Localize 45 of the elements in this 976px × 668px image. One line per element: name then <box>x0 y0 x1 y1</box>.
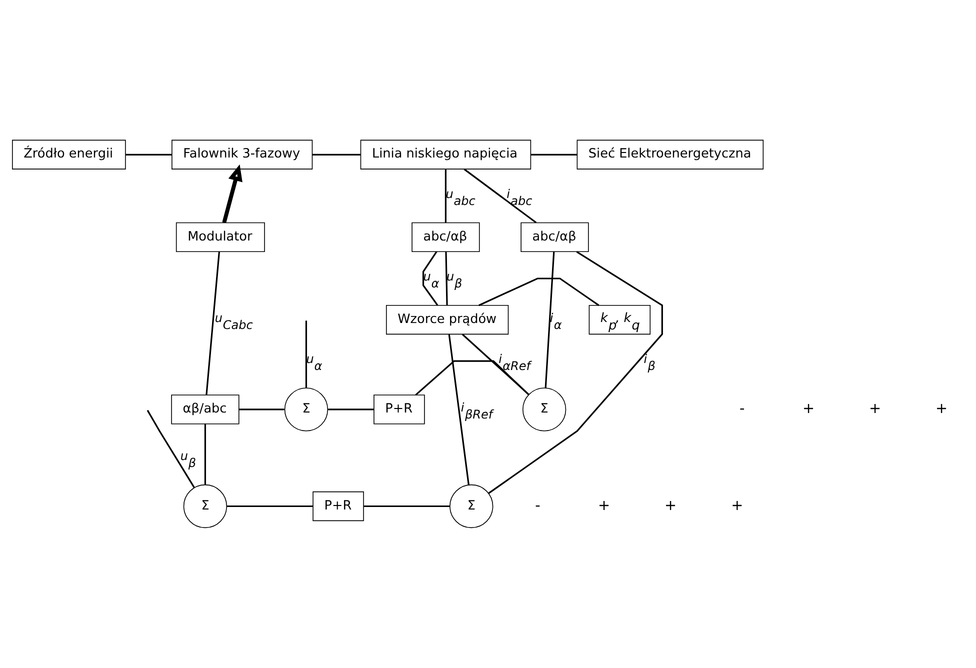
node-box: P+R <box>312 491 364 522</box>
connector <box>146 410 195 488</box>
label: + <box>802 400 815 417</box>
connector <box>488 251 663 494</box>
node-box: αβ/abc <box>171 394 240 424</box>
connector <box>226 505 313 508</box>
connector <box>204 424 206 484</box>
label: + <box>731 498 744 514</box>
label: + <box>598 498 610 514</box>
node-circle: Σ <box>522 388 566 432</box>
connector <box>462 334 530 395</box>
connector <box>238 408 284 410</box>
connector <box>444 169 447 223</box>
label: - <box>740 400 745 417</box>
node-circle: Σ <box>183 484 228 528</box>
node-box: Falownik 3-fazowy <box>172 140 313 170</box>
connector <box>530 154 577 156</box>
connector <box>464 168 537 224</box>
node-circle: Σ <box>284 388 328 432</box>
node-box: Sieć Elektroenergetyczna <box>576 140 764 170</box>
node-box: abc/αβ <box>520 222 589 252</box>
label: - <box>535 498 540 514</box>
label: + <box>664 498 677 514</box>
connector <box>445 252 448 306</box>
connector <box>478 278 600 306</box>
arrow <box>222 164 242 224</box>
node-box: Wzorce prądów <box>386 304 509 335</box>
label: + <box>936 400 948 417</box>
connector <box>328 408 374 410</box>
connector <box>422 251 438 306</box>
connector <box>415 360 530 396</box>
connector <box>206 252 220 395</box>
node-box: P+R <box>374 394 425 424</box>
connector <box>305 320 308 388</box>
node-box: abc/αβ <box>412 222 480 252</box>
node-circle: Σ <box>450 484 494 528</box>
node-box: Linia niskiego napięcia <box>360 140 532 170</box>
node-box: Modulator <box>176 222 265 252</box>
label: + <box>868 400 882 417</box>
connector <box>126 154 172 156</box>
node-box: Źródło energii <box>12 140 126 170</box>
connector <box>544 252 555 388</box>
connector <box>364 505 450 508</box>
connector <box>312 154 360 156</box>
connector <box>448 334 470 485</box>
